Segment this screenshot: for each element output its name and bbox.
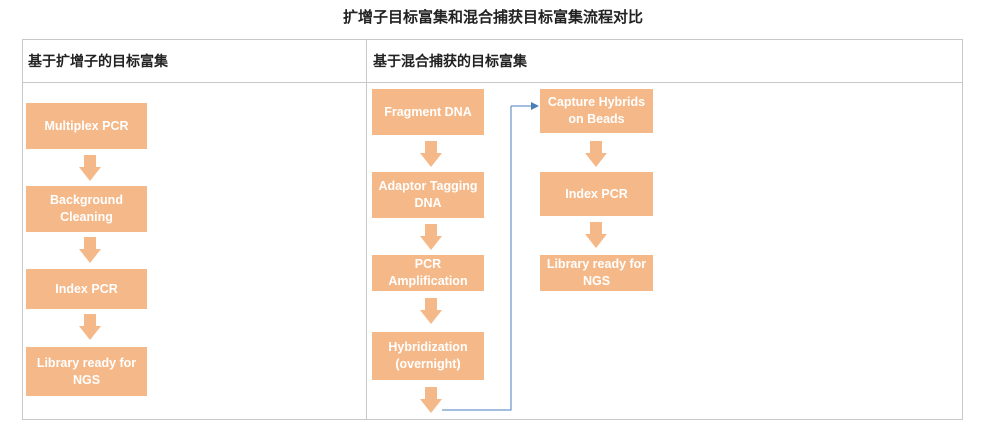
amplicon-step-2: Background Cleaning — [26, 186, 147, 232]
down-arrow-icon — [79, 237, 101, 263]
hybrid-step-3: PCR Amplification — [372, 255, 484, 291]
comparison-table: 基于扩增子的目标富集 基于混合捕获的目标富集 — [22, 39, 963, 420]
hybrid-step-6: Index PCR — [540, 172, 653, 216]
hybrid-step-4: Hybridization (overnight) — [372, 332, 484, 380]
column-divider — [366, 40, 367, 419]
amplicon-step-3: Index PCR — [26, 269, 147, 309]
down-arrow-icon — [79, 155, 101, 181]
down-arrow-icon — [420, 141, 442, 167]
down-arrow-icon — [585, 141, 607, 167]
down-arrow-icon — [79, 314, 101, 340]
hybrid-column-header: 基于混合捕获的目标富集 — [373, 54, 527, 70]
amplicon-step-4: Library ready for NGS — [26, 347, 147, 396]
amplicon-column-header: 基于扩增子的目标富集 — [28, 54, 168, 70]
down-arrow-icon — [585, 222, 607, 248]
down-arrow-icon — [420, 224, 442, 250]
down-arrow-icon — [420, 298, 442, 324]
header-divider — [23, 82, 962, 83]
hybrid-step-2: Adaptor Tagging DNA — [372, 172, 484, 218]
diagram-title: 扩增子目标富集和混合捕获目标富集流程对比 — [342, 8, 643, 26]
hybrid-step-7: Library ready for NGS — [540, 255, 653, 291]
hybrid-step-5: Capture Hybrids on Beads — [540, 89, 653, 133]
amplicon-step-1: Multiplex PCR — [26, 103, 147, 149]
down-arrow-icon — [420, 387, 442, 413]
hybrid-step-1: Fragment DNA — [372, 89, 484, 135]
